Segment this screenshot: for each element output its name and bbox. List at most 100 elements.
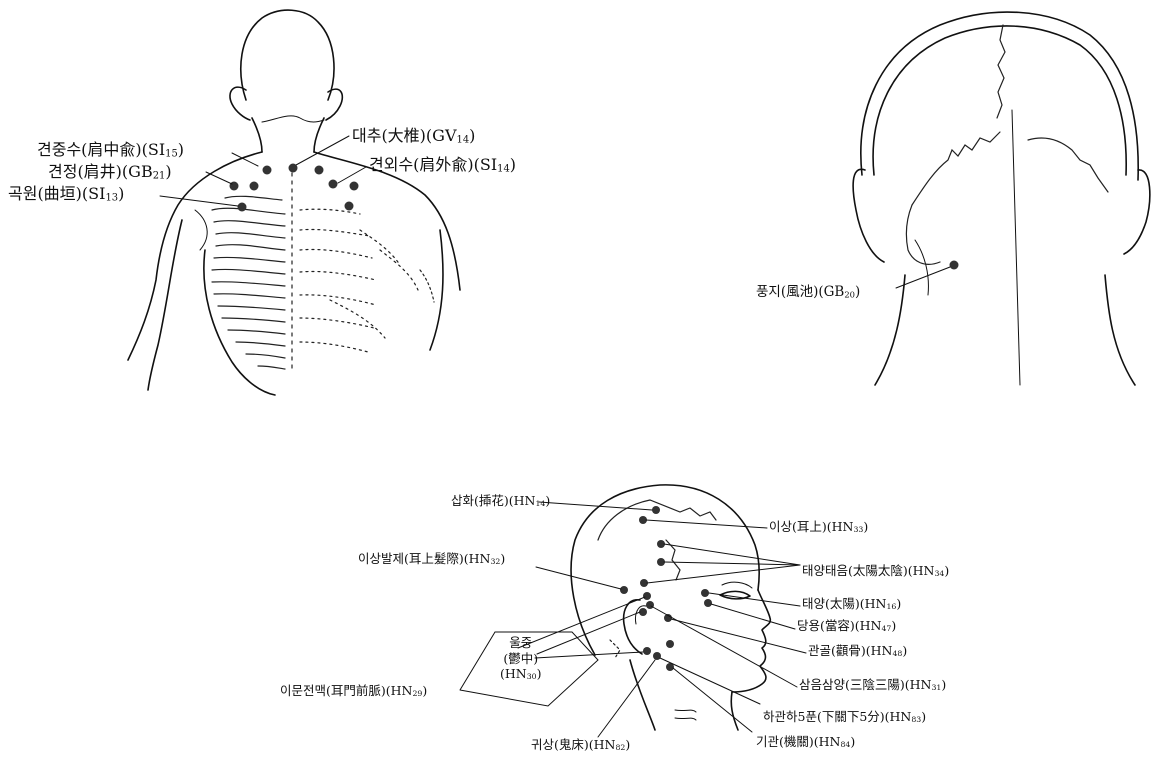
point-dot xyxy=(704,599,712,607)
label-end: ) xyxy=(855,284,860,300)
label-gyeonoesu: 견외수(肩外兪)(SI14) xyxy=(369,157,516,174)
label-sub: 34 xyxy=(934,569,944,578)
point-dot xyxy=(350,182,359,191)
label-daechu: 대추(大椎)(GV14) xyxy=(352,128,475,145)
label-end: ) xyxy=(422,683,427,698)
label-sub: 83 xyxy=(911,715,921,724)
point-dot xyxy=(315,166,324,175)
label-end: ) xyxy=(545,493,550,508)
point-dot xyxy=(238,203,247,212)
label-main: 풍지(風池)(GB xyxy=(756,284,844,300)
label-end: ) xyxy=(510,155,516,174)
label-gigwan: 기관(機關)(HN84) xyxy=(756,736,855,749)
label-end: ) xyxy=(921,709,926,724)
label-end: ) xyxy=(944,563,949,578)
label-end: ) xyxy=(863,519,868,534)
side-head-figure xyxy=(460,485,806,737)
label-end: ) xyxy=(500,551,505,566)
head-back-figure xyxy=(853,12,1150,385)
point-dot xyxy=(329,180,338,189)
label-end: ) xyxy=(178,140,184,159)
label-end: ) xyxy=(469,126,475,145)
label-sub: 16 xyxy=(886,602,896,611)
label-sub: 31 xyxy=(931,683,941,692)
label-hagwanha: 하관하5푼(下關下5分)(HN83) xyxy=(763,711,926,724)
label-sub: 14 xyxy=(497,163,510,174)
label-end: ) xyxy=(850,734,855,749)
point-dot xyxy=(646,601,654,609)
label-end: ) xyxy=(896,596,901,611)
label-main: 삼음삼양(三陰三陽)(HN xyxy=(799,677,931,692)
label-sameumsamyang: 삼음삼양(三陰三陽)(HN31) xyxy=(799,679,946,692)
label-sub: 29 xyxy=(412,689,422,698)
label-pungji: 풍지(風池)(GB20) xyxy=(756,286,860,300)
point-dot xyxy=(250,182,259,191)
point-dot xyxy=(701,589,709,597)
label-sub: 13 xyxy=(105,192,118,203)
label-sub: 48 xyxy=(892,649,902,658)
point-dot xyxy=(643,647,651,655)
label-sub: 33 xyxy=(853,525,863,534)
label-end: ) xyxy=(902,643,907,658)
point-dot xyxy=(666,640,674,648)
label-main: 기관(機關)(HN xyxy=(756,734,840,749)
point-dot xyxy=(950,261,959,270)
label-sub: 15 xyxy=(165,148,178,159)
label-saphwa: 삽화(揷花)(HN14) xyxy=(451,495,550,508)
label-isangbalje: 이상발제(耳上髮際)(HN32) xyxy=(358,553,505,566)
label-end: ) xyxy=(118,184,124,203)
point-dot xyxy=(345,202,354,211)
label-main: 견중수(肩中兪)(SI xyxy=(37,140,165,159)
label-taeyang: 태양(太陽)(HN16) xyxy=(802,598,901,611)
label-isang: 이상(耳上)(HN33) xyxy=(769,521,868,534)
label-main: 이상(耳上)(HN xyxy=(769,519,853,534)
label-taeyangtaeeum: 태양태음(太陽太陰)(HN34) xyxy=(802,565,949,578)
label-main: 하관하5푼(下關下5分)(HN xyxy=(763,709,911,724)
label-main: 귀상(鬼床)(HN xyxy=(531,737,615,752)
point-dot xyxy=(620,586,628,594)
label-line: (HN30) xyxy=(500,666,541,682)
label-sub: 32 xyxy=(490,557,500,566)
label-main: 관골(顴骨)(HN xyxy=(808,643,892,658)
label-line: 울중 xyxy=(500,635,541,651)
label-sub: 82 xyxy=(615,743,625,752)
label-main: 견정(肩井)(GB xyxy=(48,162,153,181)
label-gokwon: 곡원(曲垣)(SI13) xyxy=(8,186,124,203)
point-dot xyxy=(653,652,661,660)
label-main: (HN xyxy=(500,666,527,681)
label-gwangol: 관골(顴骨)(HN48) xyxy=(808,645,907,658)
label-sub: 47 xyxy=(881,624,891,633)
label-main: 삽화(揷花)(HN xyxy=(451,493,535,508)
label-main: 당용(當容)(HN xyxy=(797,618,881,633)
label-sub: 14 xyxy=(457,134,470,145)
label-gyeonjeong: 견정(肩井)(GB21) xyxy=(48,164,172,181)
label-gyeonjungsu: 견중수(肩中兪)(SI15) xyxy=(37,142,184,159)
point-dot xyxy=(230,182,239,191)
back-figure xyxy=(128,10,460,395)
label-main: 이상발제(耳上髮際)(HN xyxy=(358,551,490,566)
label-dangyong: 당용(當容)(HN47) xyxy=(797,620,896,633)
label-gisang: 귀상(鬼床)(HN82) xyxy=(531,739,630,752)
label-main: 태양(太陽)(HN xyxy=(802,596,886,611)
label-sub: 30 xyxy=(527,672,537,681)
label-sub: 21 xyxy=(153,170,166,181)
point-dot xyxy=(263,166,272,175)
label-end: ) xyxy=(941,677,946,692)
label-end: ) xyxy=(537,666,542,681)
label-main: 곡원(曲垣)(SI xyxy=(8,184,105,203)
point-dot xyxy=(643,592,651,600)
label-main: 이문전맥(耳門前脈)(HN xyxy=(280,683,412,698)
label-sub: 84 xyxy=(840,740,850,749)
label-main: 견외수(肩外兪)(SI xyxy=(369,155,497,174)
label-end: ) xyxy=(165,162,171,181)
label-sub: 20 xyxy=(844,289,855,299)
label-sub: 14 xyxy=(535,499,545,508)
label-end: ) xyxy=(891,618,896,633)
label-ulsung: 울중 (鬱中) (HN30) xyxy=(500,635,541,682)
label-main: 태양태음(太陽太陰)(HN xyxy=(802,563,934,578)
label-end: ) xyxy=(625,737,630,752)
label-imunjeonmaek: 이문전맥(耳門前脈)(HN29) xyxy=(280,685,427,698)
point-dot xyxy=(652,506,660,514)
label-main: 대추(大椎)(GV xyxy=(352,126,457,145)
